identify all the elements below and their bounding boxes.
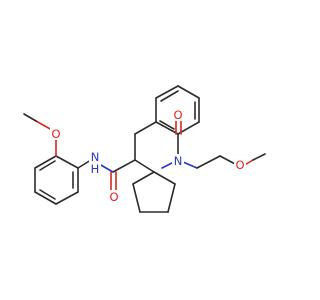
amide-hydrogen-label: H bbox=[91, 162, 100, 176]
aryl-methoxy bbox=[23, 113, 57, 157]
amide-group bbox=[98, 159, 136, 191]
amide-nitrogen-label: N bbox=[91, 150, 100, 164]
dihydroisoquinolinone-ring bbox=[134, 121, 179, 173]
atom-labels: O N H O O N O bbox=[50, 108, 246, 204]
ketone-oxygen-label: O bbox=[173, 108, 182, 122]
n-aryl-bond bbox=[77, 159, 92, 169]
molecule-structure: O N H O O N O bbox=[23, 85, 266, 213]
ketone-group bbox=[175, 120, 182, 135]
methoxyphenyl-ring bbox=[34, 155, 79, 205]
amide-oxygen-label: O bbox=[109, 190, 118, 204]
methoxyethyl-chain bbox=[182, 153, 266, 169]
ether-oxygen-label: O bbox=[235, 158, 244, 172]
spiro-cyclopentane bbox=[132, 171, 176, 213]
ring-nitrogen-label: N bbox=[174, 154, 183, 168]
fused-benzene-ring bbox=[155, 85, 200, 135]
aryl-methoxy-oxygen-label: O bbox=[51, 127, 60, 141]
structure-canvas: O N H O O N O bbox=[23, 85, 266, 213]
